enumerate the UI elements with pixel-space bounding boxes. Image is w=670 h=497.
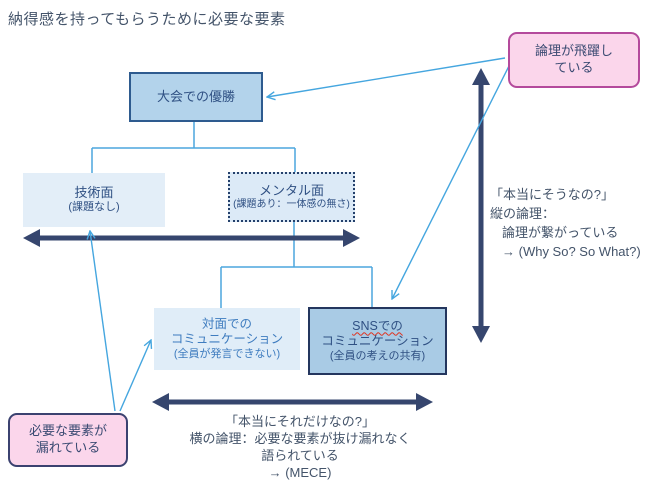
node-note: (全員が発言できない) xyxy=(173,347,281,360)
node-technical[interactable]: 技術面 (課題なし) xyxy=(23,173,165,227)
note-line: 論理が繋がっている xyxy=(502,224,619,240)
note-line: 縦の論理： xyxy=(490,205,556,221)
double-arrow-middle-horizontal xyxy=(23,229,360,247)
node-label-spellcheck: SNSでの xyxy=(352,318,403,333)
node-label: 大会での優勝 xyxy=(156,88,235,104)
note-line: 「本当にそれだけなの?」 xyxy=(225,414,375,429)
node-note: (課題あり：一体感の無さ) xyxy=(233,198,350,210)
vertical-logic-note: 「本当にそうなの?」 縦の論理： 論理が繋がっている → (Why So? So… xyxy=(490,186,641,261)
node-label: 対面での xyxy=(201,316,252,331)
callout-text: 論理が飛躍し xyxy=(534,43,613,59)
note-line: → (MECE) xyxy=(268,464,332,480)
node-face-to-face-communication[interactable]: 対面での コミュニケーション (全員が発言できない) xyxy=(154,308,300,370)
node-label: 技術面 xyxy=(74,185,114,200)
note-line: 語られている xyxy=(261,447,339,463)
arrow-leap-to-sns xyxy=(392,63,511,299)
tree-connector-top xyxy=(91,122,296,173)
horizontal-logic-note: 「本当にそれだけなの?」 横の論理：必要な要素が抜け漏れなく 語られている → … xyxy=(150,414,450,482)
note-line: 「本当にそうなの?」 xyxy=(490,187,614,202)
callout-missing-elements[interactable]: 必要な要素が 漏れている xyxy=(8,413,128,467)
double-arrow-bottom-horizontal xyxy=(152,393,433,411)
node-note: (課題なし) xyxy=(68,201,120,214)
note-line: → (Why So? So What?) xyxy=(502,243,641,259)
tree-connector-bottom xyxy=(220,222,373,308)
node-label: コミュニケーション xyxy=(170,332,284,347)
callout-text: ている xyxy=(554,60,594,75)
arrow-leap-to-root xyxy=(267,57,506,97)
callout-text: 漏れている xyxy=(35,440,101,455)
node-mental[interactable]: メンタル面 (課題あり：一体感の無さ) xyxy=(228,172,355,222)
arrow-missing-to-face xyxy=(119,340,151,412)
note-line: 横の論理：必要な要素が抜け漏れなく xyxy=(189,430,411,446)
page-title: 納得感を持ってもらうために必要な要素 xyxy=(8,11,286,28)
callout-text: 必要な要素が xyxy=(28,423,107,439)
node-label: メンタル面 xyxy=(258,182,324,198)
callout-logic-leap[interactable]: 論理が飛躍し ている xyxy=(508,32,640,88)
node-tournament-victory[interactable]: 大会での優勝 xyxy=(129,72,263,122)
node-sns-communication[interactable]: SNSでの コミュニケーション (全員の考えの共有) xyxy=(308,307,447,375)
arrow-missing-to-technical xyxy=(90,231,116,412)
node-note: (全員の考えの共有) xyxy=(329,349,426,362)
node-label: コミュニケーション xyxy=(321,334,434,349)
